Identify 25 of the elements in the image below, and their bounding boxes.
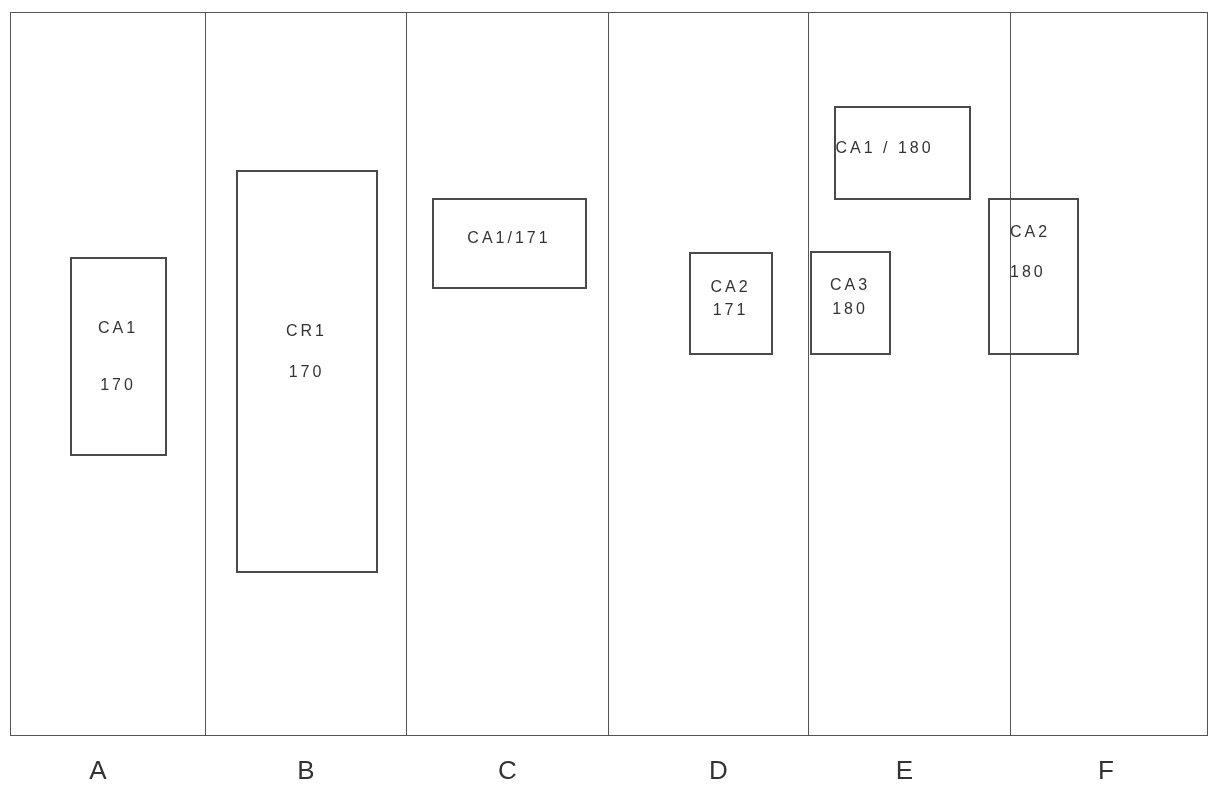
box-label: 170 bbox=[100, 375, 136, 395]
box-label: CA3 bbox=[829, 275, 871, 295]
label-box bbox=[235, 169, 378, 573]
label-box bbox=[988, 198, 1079, 355]
box-label: CA1 bbox=[97, 317, 139, 337]
column-letter: C bbox=[498, 755, 517, 787]
box-label: CA2 bbox=[710, 276, 751, 296]
column-letter: D bbox=[709, 755, 728, 787]
column-letter: A bbox=[89, 755, 107, 787]
box-label: CA1/171 bbox=[467, 228, 551, 248]
label-box bbox=[69, 256, 167, 456]
box-label: CR1 bbox=[286, 320, 327, 340]
label-box bbox=[833, 105, 971, 200]
column-letter: B bbox=[297, 755, 315, 787]
label-box bbox=[809, 250, 891, 355]
label-box bbox=[688, 251, 773, 355]
box-label: 180 bbox=[1010, 261, 1046, 281]
box-label: CA1 / 180 bbox=[835, 137, 934, 158]
label-box bbox=[431, 197, 587, 289]
box-label: CA2 bbox=[1010, 222, 1051, 242]
column-letter: E bbox=[895, 755, 914, 787]
column-letter: F bbox=[1098, 755, 1114, 787]
box-label: 171 bbox=[712, 300, 749, 320]
box-label: 170 bbox=[288, 362, 325, 382]
box-label: 180 bbox=[832, 298, 868, 318]
